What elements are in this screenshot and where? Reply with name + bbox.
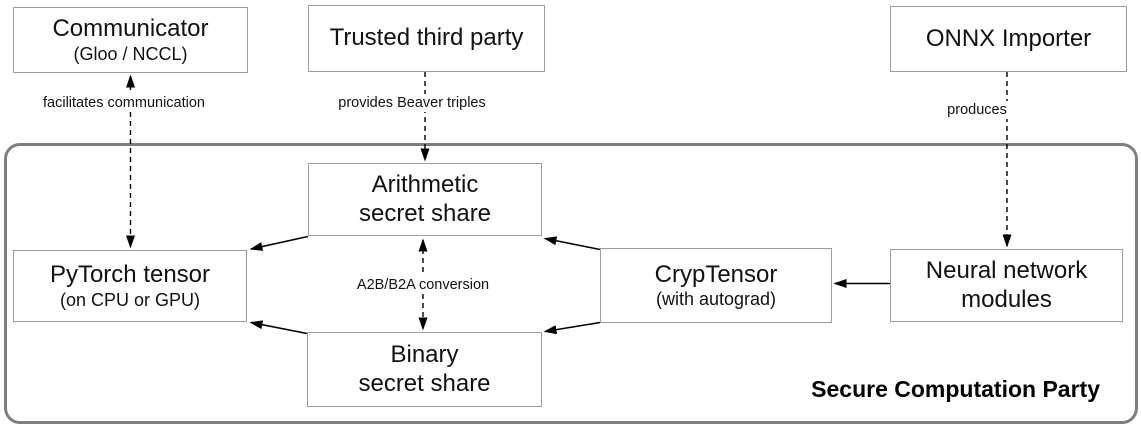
node-neural-label-line1: Neural network bbox=[925, 257, 1088, 285]
edge-label-a2b-b2a-conversion: A2B/B2A conversion bbox=[353, 276, 493, 294]
edge-cryptensor-arithmetic bbox=[543, 236, 601, 251]
secure-computation-party-title: Secure Computation Party bbox=[811, 376, 1100, 402]
node-pytorch-sublabel: (on CPU or GPU) bbox=[59, 289, 201, 310]
edge-cryptensor-binary bbox=[543, 321, 601, 335]
edge-label-facilitates-communication: facilitates communication bbox=[40, 94, 208, 112]
node-onnx-importer-label: ONNX Importer bbox=[925, 24, 1092, 52]
node-arithmetic-label-line2: secret share bbox=[358, 199, 492, 227]
edge-label-provides-beaver-triples: provides Beaver triples bbox=[335, 94, 489, 112]
node-communicator-label: Communicator bbox=[52, 15, 209, 43]
node-cryptensor-sublabel: (with autograd) bbox=[655, 289, 777, 310]
node-neural-label-line2: modules bbox=[961, 285, 1052, 313]
node-arithmetic-secret-share: Arithmetic secret share bbox=[308, 163, 542, 236]
node-binary-label-line1: Binary bbox=[390, 341, 459, 369]
edge-binary-pytorch bbox=[249, 320, 308, 335]
node-communicator-sublabel: (Gloo / NCCL) bbox=[73, 43, 188, 64]
node-binary-secret-share: Binary secret share bbox=[307, 332, 542, 407]
edge-arithmetic-pytorch bbox=[249, 235, 309, 251]
node-binary-label-line2: secret share bbox=[358, 369, 491, 397]
node-neural-network-modules: Neural network modules bbox=[890, 249, 1123, 322]
node-pytorch-label: PyTorch tensor bbox=[49, 261, 211, 289]
node-cryptensor-label: CrypTensor bbox=[654, 260, 778, 288]
node-arithmetic-label-line1: Arithmetic bbox=[371, 171, 479, 199]
node-trusted-third-party-label: Trusted third party bbox=[329, 24, 524, 52]
node-onnx-importer: ONNX Importer bbox=[890, 6, 1127, 72]
node-pytorch-tensor: PyTorch tensor (on CPU or GPU) bbox=[13, 250, 247, 322]
edge-label-produces: produces bbox=[944, 101, 1010, 119]
node-cryptensor: CrypTensor (with autograd) bbox=[600, 248, 832, 323]
node-trusted-third-party: Trusted third party bbox=[308, 5, 545, 72]
node-communicator: Communicator (Gloo / NCCL) bbox=[13, 7, 248, 73]
